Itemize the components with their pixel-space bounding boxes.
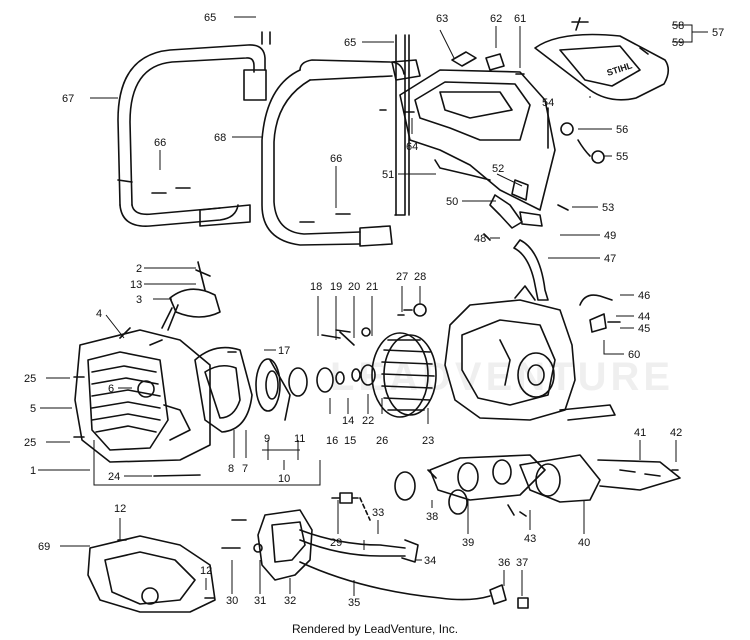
- callout-21: 21: [366, 281, 378, 293]
- callout-50: 50: [446, 196, 458, 208]
- footer-credit: Rendered by LeadVenture, Inc.: [291, 622, 459, 636]
- callout-34: 34: [424, 555, 436, 567]
- callout-42: 42: [670, 427, 682, 439]
- callout-25b: 25: [24, 437, 36, 449]
- throttle-parts: [434, 107, 605, 301]
- flywheel: [335, 303, 437, 418]
- callout-65a: 65: [204, 12, 216, 24]
- callout-69: 69: [38, 541, 50, 553]
- callout-24: 24: [108, 471, 120, 483]
- callout-16: 16: [326, 435, 338, 447]
- callout-9: 9: [264, 433, 270, 445]
- callout-65b: 65: [344, 37, 356, 49]
- callout-1: 1: [30, 465, 36, 477]
- starter-cover: [74, 327, 211, 463]
- callout-12b: 12: [200, 565, 212, 577]
- rope-rotor: [255, 358, 345, 421]
- callout-2: 2: [136, 263, 142, 275]
- callout-49: 49: [604, 230, 616, 242]
- callout-51: 51: [382, 169, 394, 181]
- callout-62: 62: [490, 13, 502, 25]
- shroud-housing: [399, 51, 556, 211]
- ignition-module: [221, 492, 529, 609]
- callout-17: 17: [278, 345, 290, 357]
- callout-22: 22: [362, 415, 374, 427]
- muffler-assembly: [394, 454, 681, 517]
- callout-59: 59: [672, 37, 684, 49]
- callout-20: 20: [348, 281, 360, 293]
- callout-53: 53: [602, 202, 614, 214]
- callout-11: 11: [294, 433, 305, 445]
- callout-26: 26: [376, 435, 388, 447]
- callout-66b: 66: [330, 153, 342, 165]
- side-cover: [87, 535, 216, 613]
- callout-61: 61: [514, 13, 526, 25]
- callout-19: 19: [330, 281, 342, 293]
- callout-60: 60: [628, 349, 640, 361]
- callout-33: 33: [372, 507, 384, 519]
- handle-bar-right: [199, 34, 421, 247]
- callout-10: 10: [278, 473, 290, 485]
- callout-28: 28: [414, 271, 426, 283]
- callout-52: 52: [492, 163, 504, 175]
- top-cover-assembly: [534, 17, 670, 101]
- fasteners: [73, 73, 525, 477]
- callout-56: 56: [616, 124, 628, 136]
- callout-18: 18: [310, 281, 322, 293]
- handle-bar-left: [117, 31, 271, 227]
- callout-66a: 66: [154, 137, 166, 149]
- callout-25a: 25: [24, 373, 36, 385]
- crankcase: [444, 285, 621, 421]
- starter-grip: [161, 261, 221, 331]
- callout-4: 4: [96, 308, 102, 320]
- callout-41: 41: [634, 427, 646, 439]
- callout-30: 30: [226, 595, 238, 607]
- callout-13: 13: [130, 279, 142, 291]
- callout-40: 40: [578, 537, 590, 549]
- callout-47: 47: [604, 253, 616, 265]
- callout-7: 7: [242, 463, 248, 475]
- spring-housing: [194, 346, 253, 433]
- callout-45: 45: [638, 323, 650, 335]
- callout-57: 57: [712, 27, 724, 39]
- callout-38: 38: [426, 511, 438, 523]
- callout-37: 37: [516, 557, 528, 569]
- callout-31: 31: [254, 595, 266, 607]
- callout-labels: 1 2 3 4 5 6 7 8 9 10 11 12 12 13 14 15 1…: [24, 12, 724, 609]
- callout-44: 44: [638, 311, 650, 323]
- callout-36: 36: [498, 557, 510, 569]
- callout-67: 67: [62, 93, 74, 105]
- callout-23: 23: [422, 435, 434, 447]
- leader-lines: [38, 16, 708, 596]
- callout-54: 54: [542, 97, 554, 109]
- callout-43: 43: [524, 533, 536, 545]
- callout-8: 8: [228, 463, 234, 475]
- callout-12a: 12: [114, 503, 126, 515]
- callout-27: 27: [396, 271, 408, 283]
- callout-68: 68: [214, 132, 226, 144]
- callout-63: 63: [436, 13, 448, 25]
- callout-58: 58: [672, 20, 684, 32]
- callout-3: 3: [136, 294, 142, 306]
- callout-15: 15: [344, 435, 356, 447]
- callout-48: 48: [474, 233, 486, 245]
- callout-46: 46: [638, 290, 650, 302]
- callout-32: 32: [284, 595, 296, 607]
- callout-55: 55: [616, 151, 628, 163]
- callout-5: 5: [30, 403, 36, 415]
- callout-29: 29: [330, 537, 342, 549]
- callout-64: 64: [406, 141, 418, 153]
- callout-14: 14: [342, 415, 354, 427]
- callout-39: 39: [462, 537, 474, 549]
- callout-35: 35: [348, 597, 360, 609]
- callout-6: 6: [108, 383, 114, 395]
